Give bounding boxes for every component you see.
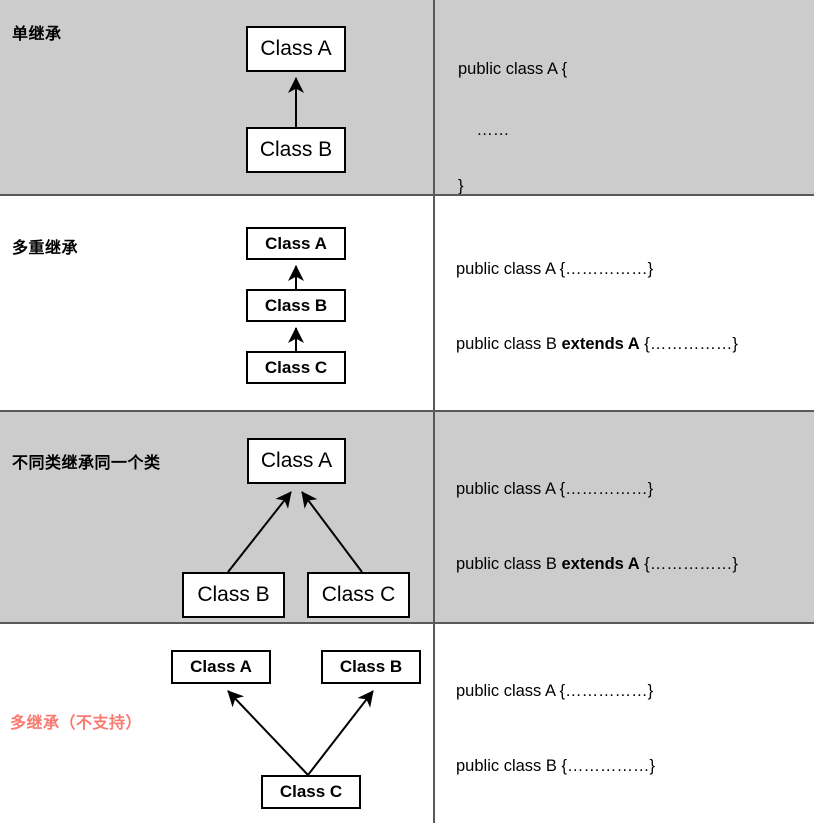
class-box-a-row4: Class A: [171, 650, 271, 684]
row-hierarchical-inheritance: 不同类继承同一个类 Class A Class B Class C public…: [0, 412, 814, 646]
class-box-a-row1: Class A: [246, 26, 346, 72]
class-box-c-row4: Class C: [261, 775, 361, 809]
row-divider-3: [0, 622, 814, 624]
arrow-layer-row1: [288, 77, 304, 127]
code-line: public class A {……………}: [456, 682, 654, 700]
row-label-multilevel-inheritance: 多重继承: [12, 240, 79, 257]
code-line-extends: public class B extends A {……………}: [456, 554, 739, 573]
class-box-a-row2: Class A: [246, 227, 346, 260]
code-line: ……: [458, 120, 510, 139]
class-box-c-row2: Class C: [246, 351, 346, 384]
class-box-b-row4: Class B: [321, 650, 421, 684]
class-box-b-row3: Class B: [182, 572, 285, 618]
row-label-multiple-inheritance: 多继承（不支持）: [10, 715, 143, 732]
keyword-extends: extends A: [561, 554, 640, 573]
row-single-inheritance: 单继承 Class A Class B public class A { …… …: [0, 0, 814, 368]
code-text: {……………}: [639, 554, 738, 573]
column-divider: [433, 0, 435, 823]
keyword-extends: extends A: [561, 334, 640, 353]
row-multilevel-inheritance: 多重继承 Class A Class B Class C public clas…: [0, 196, 814, 426]
code-text: public class B: [456, 554, 562, 573]
code-line: }: [458, 177, 464, 195]
arrow-c-to-a-row4: [227, 690, 309, 776]
code-line: public class A {……………}: [456, 480, 654, 498]
code-text: {……………}: [639, 334, 738, 353]
code-line-extends: public class B extends A {……………}: [456, 334, 739, 353]
row-divider-2: [0, 410, 814, 412]
code-line: public class A {……………}: [456, 260, 654, 278]
code-text: public class B: [456, 334, 562, 353]
arrow-c-to-a-row3: [301, 491, 363, 573]
row-divider-1: [0, 194, 814, 196]
class-box-a-row3: Class A: [247, 438, 346, 484]
arrow-c-to-b-row4: [307, 690, 374, 776]
row-multiple-inheritance: 多继承（不支持） Class A Class B Class C public …: [0, 624, 814, 823]
class-box-b-row2: Class B: [246, 289, 346, 322]
row-label-single-inheritance: 单继承: [12, 26, 62, 43]
code-line: public class A {: [458, 60, 568, 78]
class-box-c-row3: Class C: [307, 572, 410, 618]
class-box-b-row1: Class B: [246, 127, 346, 173]
arrow-b-to-a-row3: [227, 491, 292, 573]
code-block-row4: public class A {……………} public class B {……: [456, 650, 679, 823]
code-line: public class B {……………}: [456, 756, 655, 775]
row-label-hierarchical-inheritance: 不同类继承同一个类: [12, 455, 161, 472]
